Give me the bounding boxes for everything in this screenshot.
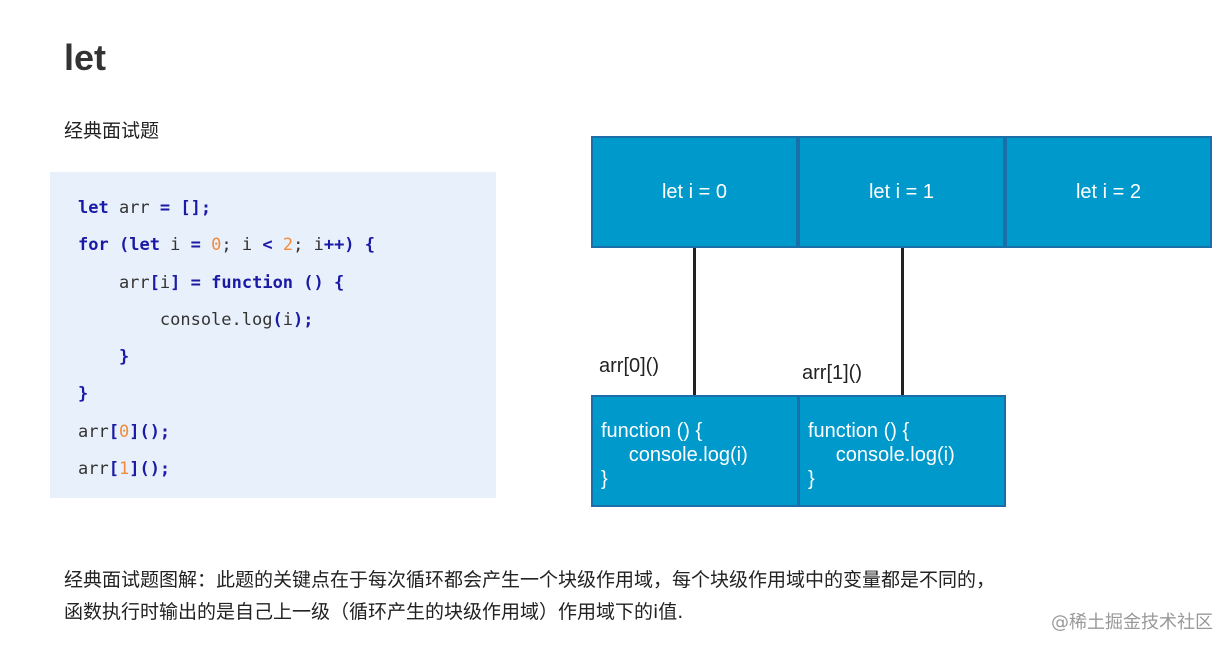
code-text [355, 235, 365, 255]
code-text: arr [108, 198, 160, 218]
code-keyword: let [78, 198, 109, 218]
function-box-0: function () { console.log(i) } [591, 395, 799, 507]
code-operator: []; [180, 198, 212, 218]
code-text [180, 273, 190, 293]
code-operator: { [364, 235, 376, 256]
code-operator: < [262, 235, 273, 256]
code-line-8: arr[1](); [78, 451, 496, 488]
call-label-1: arr[1]() [802, 362, 862, 384]
function-box-line: } [601, 468, 608, 490]
code-line-1: let arr = []; [78, 190, 496, 227]
code-operator: ( [272, 309, 283, 330]
page-title: let [64, 37, 107, 78]
scope-box-0: let i = 0 [591, 136, 798, 248]
function-box-1: function () { console.log(i) } [798, 395, 1006, 507]
code-block: let arr = []; for (let i = 0; i < 2; i++… [50, 172, 496, 498]
function-box-line: console.log(i) [808, 444, 955, 466]
code-text: i [159, 235, 191, 256]
code-text: console.log [78, 309, 273, 330]
code-number: 0 [211, 235, 222, 256]
code-text [201, 235, 211, 255]
function-box-line: function () { [601, 420, 703, 442]
code-operator: [ [108, 421, 119, 442]
code-line-2: for (let i = 0; i < 2; i++) { [78, 227, 496, 264]
code-text: ; i [221, 235, 263, 256]
code-text: i [282, 309, 293, 330]
code-operator: { [334, 272, 345, 293]
code-text [109, 235, 119, 255]
code-operator: [ [149, 272, 160, 293]
scope-box-2: let i = 2 [1005, 136, 1212, 248]
subtitle: 经典面试题 [64, 120, 160, 142]
code-operator: () [303, 272, 324, 293]
code-operator: } [118, 347, 130, 368]
code-operator: [ [108, 459, 119, 480]
code-operator: ](); [129, 421, 171, 442]
code-operator: ( [118, 235, 130, 256]
code-operator: } [78, 384, 89, 405]
code-operator: ); [292, 309, 314, 330]
code-text [201, 273, 211, 293]
code-operator: ] [170, 272, 181, 293]
code-number: 0 [118, 421, 130, 442]
connector-line-0 [693, 248, 696, 395]
code-text: ; i [293, 235, 324, 256]
code-text [170, 198, 180, 218]
code-number: 1 [118, 459, 130, 480]
code-keyword: for [78, 235, 109, 256]
code-line-3: arr[i] = function () { [78, 265, 496, 302]
function-box-line: function () { [808, 420, 910, 442]
function-box-line: } [808, 468, 815, 490]
explanation-text: 经典面试题图解：此题的关键点在于每次循环都会产生一个块级作用域，每个块级作用域中… [64, 564, 1164, 628]
code-operator: = [190, 272, 201, 293]
function-box-line: console.log(i) [601, 444, 748, 466]
code-text: i [159, 272, 171, 293]
code-line-6: } [78, 376, 496, 413]
code-text [78, 347, 119, 367]
code-operator: ++) [323, 235, 355, 256]
scope-diagram: let i = 0 let i = 1 let i = 2 arr[0]() a… [580, 130, 1220, 520]
code-line-5: } [78, 339, 496, 376]
code-keyword: function [211, 272, 294, 293]
watermark: @稀土掘金技术社区 [1051, 612, 1213, 633]
code-line-4: console.log(i); [78, 302, 496, 339]
code-number: 2 [282, 235, 294, 256]
connector-line-1 [901, 248, 904, 395]
code-text [273, 235, 283, 255]
code-text: arr [78, 272, 150, 293]
code-text [293, 273, 303, 293]
code-keyword: let [129, 235, 160, 256]
code-operator: = [190, 235, 201, 256]
code-operator: ](); [129, 459, 171, 480]
explanation-line-2: 函数执行时输出的是自己上一级（循环产生的块级作用域）作用域下的i值. [64, 601, 684, 623]
explanation-line-1: 经典面试题图解：此题的关键点在于每次循环都会产生一个块级作用域，每个块级作用域中… [64, 569, 996, 591]
call-label-0: arr[0]() [599, 355, 659, 377]
code-text: arr [78, 421, 109, 442]
code-text: arr [78, 459, 109, 480]
scope-box-1: let i = 1 [798, 136, 1005, 248]
code-text [324, 273, 334, 293]
code-operator: = [159, 198, 171, 218]
code-line-7: arr[0](); [78, 414, 496, 451]
